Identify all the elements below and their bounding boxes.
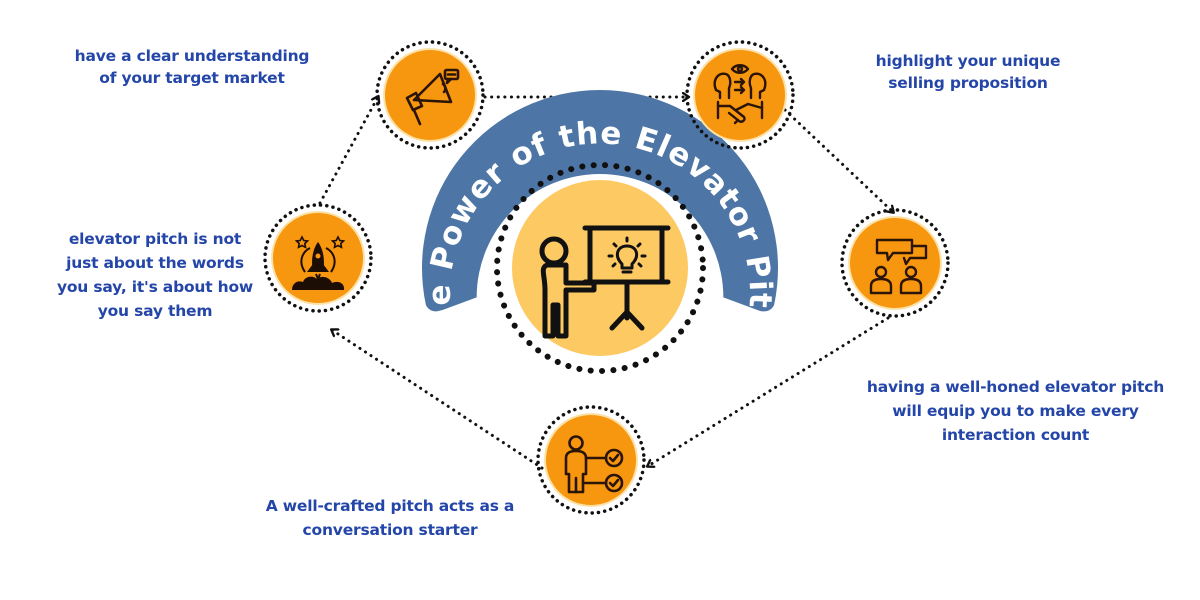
arch-band: [422, 90, 779, 312]
caption-line: you say them: [97, 302, 213, 320]
node-dotted-ring: [375, 40, 485, 150]
center-hub: [494, 162, 706, 374]
presentation-lightbulb-icon: [539, 225, 671, 339]
node-circle: [385, 50, 475, 140]
node-target-market: [375, 40, 485, 150]
node-dotted-ring: [536, 405, 646, 515]
caption-interaction: having a well-honed elevator pitch will …: [848, 375, 1183, 447]
arrow-starter-to-delivery: [332, 330, 544, 470]
node-delivery: [263, 203, 373, 313]
node-circle: [695, 50, 785, 140]
node-usp: [685, 40, 795, 150]
arrow-usp-to-interaction: [783, 108, 893, 212]
arrow-delivery-to-target: [318, 97, 378, 205]
conversation-icon: [869, 238, 928, 295]
rocket-launch-icon: [292, 235, 346, 290]
caption-line: having a well-honed elevator pitch: [866, 378, 1165, 396]
caption-target-market: have a clear understanding of your targe…: [62, 45, 322, 89]
caption-line: you say, it's about how: [56, 278, 254, 296]
arrow-interaction-to-starter: [648, 316, 890, 466]
node-circle: [850, 218, 940, 308]
caption-usp: highlight your unique selling propositio…: [858, 50, 1078, 94]
node-dotted-ring: [263, 203, 373, 313]
caption-line: highlight your unique: [875, 52, 1061, 70]
caption-line: conversation starter: [302, 521, 478, 539]
node-interaction: [840, 208, 950, 318]
megaphone-icon: [405, 68, 460, 126]
caption-starter: A well-crafted pitch acts as a conversat…: [240, 494, 540, 542]
caption-line: selling proposition: [888, 74, 1048, 92]
node-dotted-ring: [840, 208, 950, 318]
caption-line: just about the words: [66, 254, 244, 272]
caption-line: interaction count: [941, 426, 1090, 444]
caption-line: A well-crafted pitch acts as a: [265, 497, 515, 515]
person-checklist-icon: [564, 435, 624, 494]
handshake-heads-icon: [713, 64, 767, 125]
caption-line: have a clear understanding: [74, 47, 310, 65]
caption-line: will equip you to make every: [892, 402, 1139, 420]
flow-arrows: [318, 97, 893, 470]
center-dotted-ring: [494, 162, 706, 374]
node-starter: [536, 405, 646, 515]
caption-delivery: elevator pitch is not just about the wor…: [44, 227, 266, 323]
caption-line: of your target market: [99, 69, 285, 87]
caption-line: elevator pitch is not: [68, 230, 242, 248]
node-dotted-ring: [685, 40, 795, 150]
